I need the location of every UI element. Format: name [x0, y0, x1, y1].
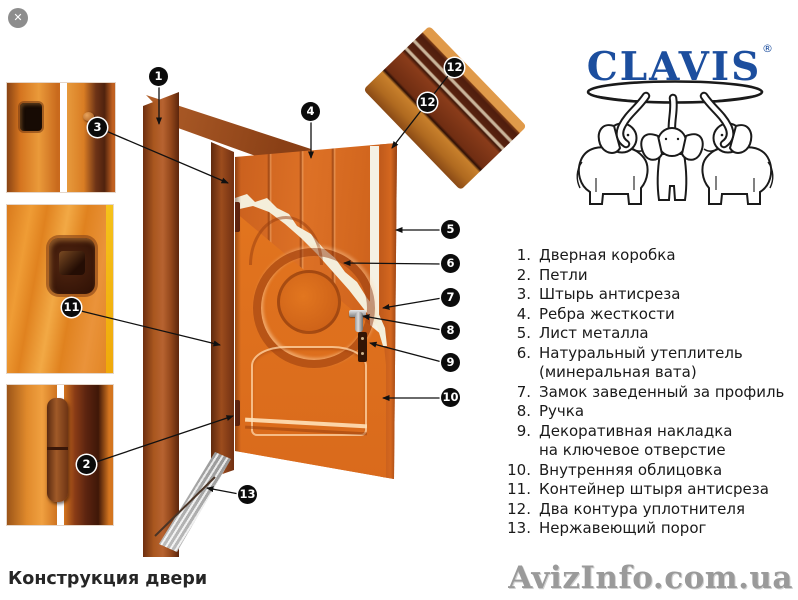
list-item: 4.Ребра жесткости	[516, 304, 675, 323]
photo-a-right-piece	[67, 83, 115, 192]
list-item: 13.Нержавеющий порог	[507, 519, 707, 537]
callout-badge-2: 2	[77, 455, 96, 474]
hinge-barrel	[47, 398, 68, 502]
page-title: Конструкция двери	[8, 569, 208, 589]
hinge-upper	[235, 202, 240, 232]
callout-badge-13: 13	[238, 485, 257, 504]
callout-badge-9: 9	[441, 353, 460, 372]
watermark: AvizInfo.com.ua	[508, 560, 793, 596]
list-item: 5.Лист металла	[516, 324, 649, 342]
callout-badge-12b: 12	[418, 93, 437, 112]
list-item: 11.Контейнер штыря антисреза	[507, 480, 769, 498]
close-icon: ✕	[13, 11, 23, 24]
list-item: 8.Ручка	[516, 402, 585, 420]
list-item: 1.Дверная коробка	[516, 246, 676, 264]
callout-badge-3: 3	[88, 118, 107, 137]
list-item: 3.Штырь антисреза	[516, 285, 681, 303]
registered-mark: ®	[762, 42, 773, 55]
legend-list: 1.Дверная коробка 2.Петли 3.Штырь антиср…	[494, 246, 794, 539]
photo-hinge	[7, 385, 113, 525]
clavis-logo: CLAVIS ®	[576, 42, 790, 214]
pin-hole	[20, 103, 42, 131]
photo-a-left-piece	[7, 83, 60, 192]
frame-left-jamb	[143, 92, 179, 557]
callout-badge-4: 4	[301, 102, 320, 121]
callout-badge-6: 6	[441, 254, 460, 273]
callout-badge-5: 5	[441, 220, 460, 239]
metal-sheet-gap	[370, 146, 379, 351]
hinge-lower	[235, 400, 240, 426]
ring-emboss-outer	[253, 248, 375, 368]
center-elephant	[640, 93, 704, 201]
escutcheon-screw	[361, 352, 364, 355]
callout-badge-10: 10	[441, 388, 460, 407]
frame-hinge-jamb	[211, 142, 234, 478]
hinge-seam	[47, 447, 68, 450]
list-item: 10.Внутренняя облицовка	[507, 460, 723, 479]
list-item: 7.Замок заведенный за профиль	[516, 382, 785, 401]
callout-badge-12a: 12	[445, 58, 464, 77]
list-item: 2.Петли	[516, 265, 588, 284]
door-leaf	[235, 143, 397, 479]
callout-badge-1: 1	[149, 67, 168, 86]
anti-cut-pin	[83, 112, 94, 121]
lower-panel-emboss	[251, 346, 367, 436]
photo-b-edge-strip	[106, 205, 113, 373]
list-item: 12.Два контура уплотнителя	[507, 499, 745, 518]
left-elephant	[576, 91, 651, 205]
pin-container-inner	[59, 251, 85, 275]
photo-anti-cut-pin	[7, 83, 115, 192]
callout-badge-7: 7	[441, 288, 460, 307]
close-button[interactable]: ✕	[8, 8, 28, 28]
hinge-edge-shade	[235, 154, 241, 454]
ring-emboss-inner	[277, 270, 341, 334]
callout-badge-11: 11	[62, 298, 81, 317]
handle-shaft	[355, 312, 363, 332]
photo-pin-container	[7, 205, 113, 373]
escutcheon-screw	[361, 337, 364, 340]
keyhole-escutcheon	[358, 332, 367, 362]
callout-badge-8: 8	[441, 321, 460, 340]
stiffening-rib	[331, 146, 336, 346]
list-item: 6.Натуральный утеплитель(минеральная ват…	[516, 343, 743, 382]
